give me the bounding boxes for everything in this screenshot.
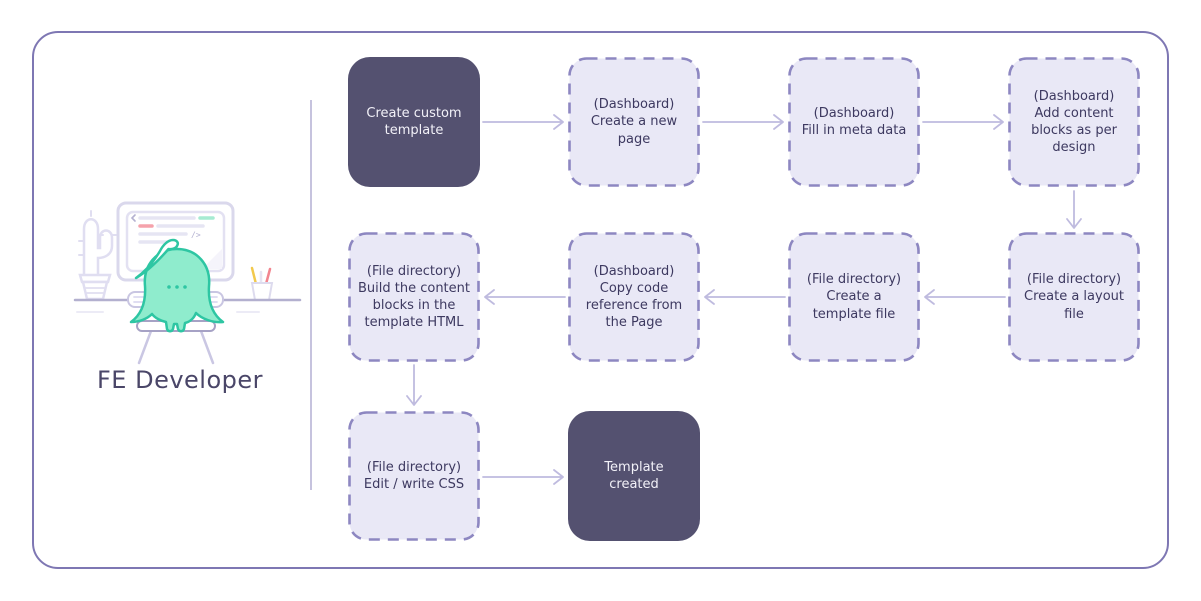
outer-frame [32, 31, 1169, 569]
mascot-leaf-icon [134, 238, 180, 280]
step-action: Fill in meta data [801, 123, 907, 138]
step-action: Edit / write CSS [363, 477, 465, 492]
step-action: Create a layout file [1024, 289, 1124, 322]
cactus-icon [78, 210, 117, 301]
flow-step-fill-meta-data: (Dashboard) Fill in meta data [788, 57, 920, 187]
flow-step-copy-code-reference: (Dashboard)Copy code reference from the … [568, 232, 700, 362]
svg-text:/>: /> [191, 231, 201, 240]
flow-step-create-new-page: (Dashboard)Create a new page [568, 57, 700, 187]
step-context: (Dashboard) [813, 105, 895, 121]
dashed-border [568, 232, 700, 362]
step-context: (Dashboard) [593, 97, 675, 113]
dashed-border [788, 232, 920, 362]
dashed-border [568, 57, 700, 187]
dashed-border [348, 411, 480, 541]
pencil-cup-icon [250, 266, 274, 301]
dashed-border [1008, 57, 1140, 187]
page-fold [202, 249, 222, 269]
step-action: Create a template file [812, 289, 896, 322]
flow-step-add-content-blocks: (Dashboard)Add content blocks as per des… [1008, 57, 1140, 187]
step-context: (Dashboard) [593, 263, 675, 279]
step-action: Create a new page [590, 114, 678, 147]
flow-step-create-template-file: (File directory)Create a template file [788, 232, 920, 362]
step-action: Template created [604, 459, 664, 492]
flow-step-build-content-blocks: (File directory)Build the content blocks… [348, 232, 480, 362]
step-action: Copy code reference from the Page [585, 280, 683, 331]
flow-step-create-layout-file: (File directory)Create a layout file [1008, 232, 1140, 362]
step-action: Create custom template [366, 105, 462, 138]
mascot-icon [129, 238, 225, 333]
step-context: (File directory) [366, 459, 462, 475]
step-action: Build the content blocks in the template… [357, 280, 470, 331]
code-lines-icon: /> [130, 214, 215, 244]
flow-step-create-custom-template: Create custom template [348, 57, 480, 187]
actor-label: FE Developer [96, 366, 264, 394]
step-action: Add content blocks as per design [1031, 105, 1117, 156]
dashed-border [1008, 232, 1140, 362]
mascot-face-dots [167, 285, 187, 289]
step-context: (File directory) [806, 272, 902, 288]
flow-step-template-created: Template created [568, 411, 700, 541]
step-context: (File directory) [366, 263, 462, 279]
flow-step-edit-write-css: (File directory) Edit / write CSS [348, 411, 480, 541]
developer-illustration-icon: /> [73, 201, 302, 365]
step-context: (File directory) [1026, 272, 1122, 288]
section-divider [310, 100, 312, 490]
dashed-border [788, 57, 920, 187]
dashed-border [348, 232, 480, 362]
stool-icon [136, 320, 216, 365]
step-context: (Dashboard) [1033, 88, 1115, 104]
